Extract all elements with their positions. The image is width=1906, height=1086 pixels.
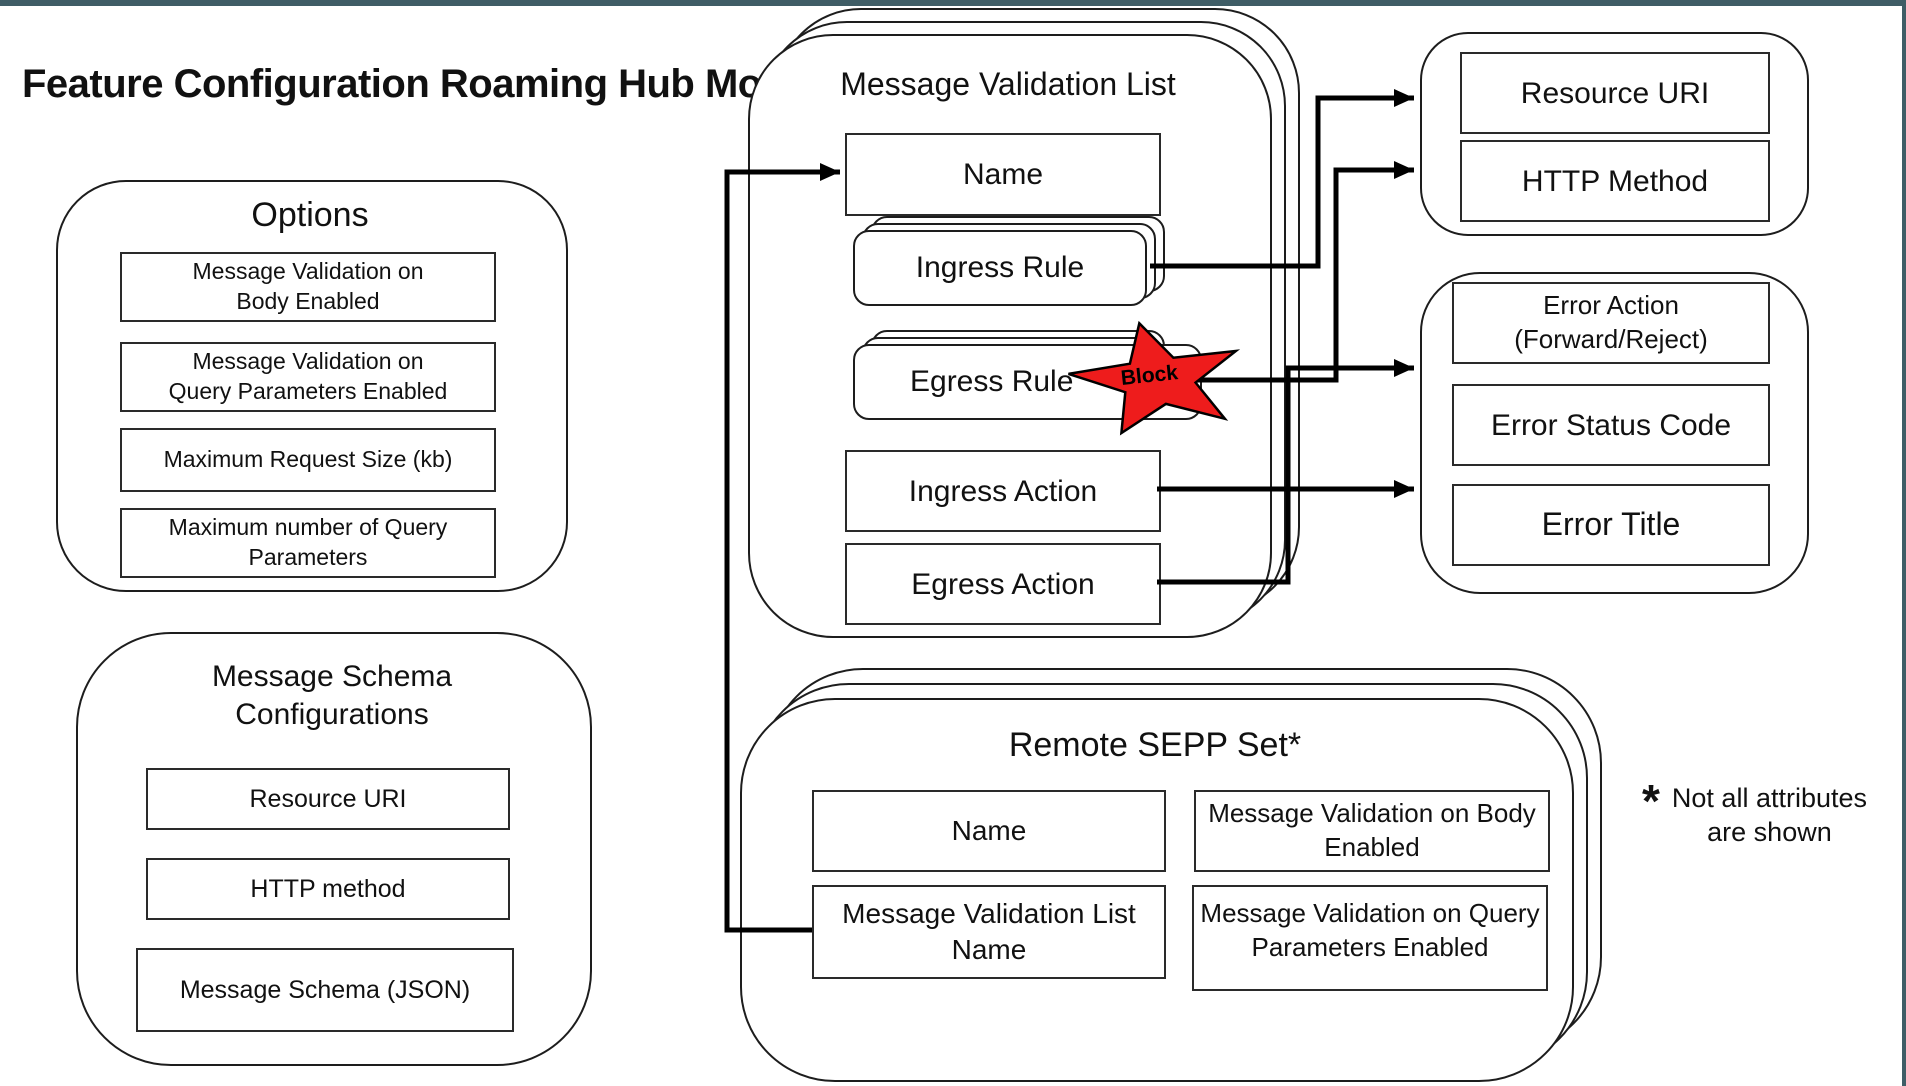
egress-rule-box: Egress Rule xyxy=(853,344,1202,420)
remote-sepp-title: Remote SEPP Set* xyxy=(1008,726,1302,764)
schema-item-http-method: HTTP method xyxy=(146,858,510,920)
sepp-validation-list-name-box: Message Validation List Name xyxy=(812,885,1166,979)
option-item-max-request-size: Maximum Request Size (kb) xyxy=(120,428,496,492)
options-panel-title: Options xyxy=(251,196,369,234)
target-resource-uri-box: Resource URI xyxy=(1460,52,1770,134)
error-title-box: Error Title xyxy=(1452,484,1770,566)
error-action-box: Error Action (Forward/Reject) xyxy=(1452,282,1770,364)
egress-action-box: Egress Action xyxy=(845,543,1161,625)
validation-list-title: Message Validation List xyxy=(840,66,1176,102)
footnote-text: Not all attributes are shown xyxy=(1671,783,1867,847)
asterisk-marker: * xyxy=(1642,775,1660,827)
page-title: Feature Configuration Roaming Hub Mode xyxy=(22,62,808,106)
top-accent-border xyxy=(0,0,1906,6)
sepp-name-box: Name xyxy=(812,790,1166,872)
schema-item-resource-uri: Resource URI xyxy=(146,768,510,830)
validation-list-name-box: Name xyxy=(845,133,1161,216)
footnote: * Not all attributes are shown xyxy=(1642,772,1867,850)
sepp-query-validation-box: Message Validation on Query Parameters E… xyxy=(1192,885,1548,991)
option-item-query-validation: Message Validation on Query Parameters E… xyxy=(120,342,496,412)
sepp-body-validation-box: Message Validation on Body Enabled xyxy=(1194,790,1550,872)
schema-item-message-schema-json: Message Schema (JSON) xyxy=(136,948,514,1032)
right-accent-border xyxy=(1902,0,1906,1086)
option-item-body-validation: Message Validation on Body Enabled xyxy=(120,252,496,322)
error-status-code-box: Error Status Code xyxy=(1452,384,1770,466)
schema-panel-title: Message Schema Configurations xyxy=(211,660,453,732)
ingress-rule-box: Ingress Rule xyxy=(853,230,1147,306)
option-item-max-query-params: Maximum number of Query Parameters xyxy=(120,508,496,578)
ingress-action-box: Ingress Action xyxy=(845,450,1161,532)
target-http-method-box: HTTP Method xyxy=(1460,140,1770,222)
